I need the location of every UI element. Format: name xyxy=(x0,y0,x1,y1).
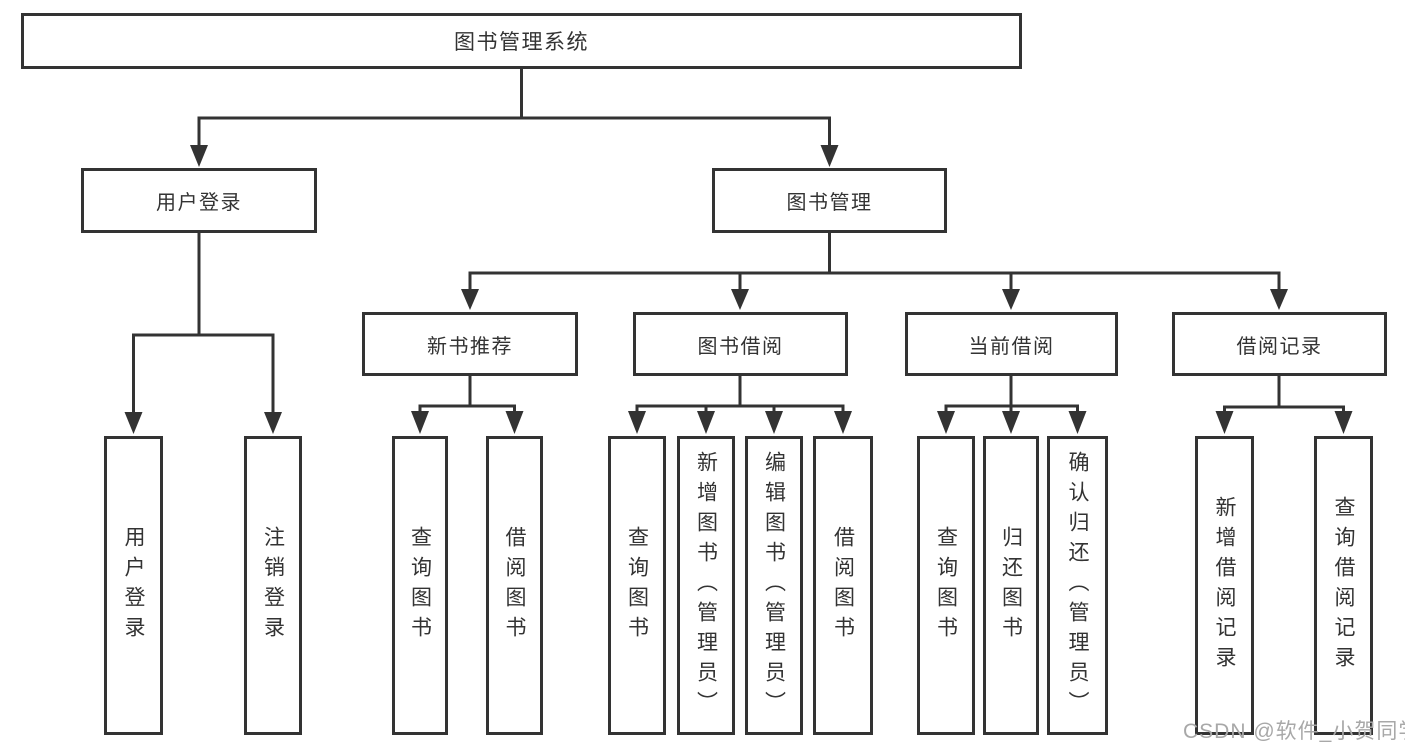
arrowhead xyxy=(461,289,479,310)
arrowhead xyxy=(731,289,749,310)
node-borrow-records: 借阅记录 xyxy=(1172,312,1387,376)
leaf-confirm-return-admin-label: 确认归还（管理员） xyxy=(1066,450,1089,721)
connector-line xyxy=(828,232,1013,290)
arrowhead xyxy=(190,145,208,167)
leaf-add-borrow-record-label: 新增借阅记录 xyxy=(1213,495,1236,676)
arrowhead xyxy=(1002,289,1020,310)
node-book-borrowing: 图书借阅 xyxy=(633,312,848,376)
leaf-query-borrow-record-label: 查询借阅记录 xyxy=(1332,495,1355,676)
arrowhead xyxy=(1270,289,1288,310)
leaf-add-borrow-record: 新增借阅记录 xyxy=(1195,436,1254,735)
leaf-add-books-admin-label: 新增图书（管理员） xyxy=(694,450,718,721)
connector-line xyxy=(1009,376,1079,412)
arrowhead xyxy=(505,411,524,434)
arrowhead xyxy=(264,412,282,434)
node-borrow-records-label: 借阅记录 xyxy=(1236,335,1323,358)
connector-line xyxy=(944,376,1013,412)
connector-line xyxy=(828,232,1281,290)
connector-line xyxy=(704,376,742,412)
connector-line xyxy=(418,376,472,412)
arrowhead xyxy=(1215,411,1234,434)
connector-line xyxy=(1223,376,1281,412)
connector-line xyxy=(197,69,523,146)
arrowhead xyxy=(124,412,143,434)
node-user-login-branch: 用户登录 xyxy=(81,168,317,233)
connector-line xyxy=(132,232,201,413)
csdn-watermark: CSDN @软件_小贺同学 xyxy=(1183,720,1405,743)
node-new-book-recommend: 新书推荐 xyxy=(362,312,578,376)
connector-line xyxy=(468,232,831,290)
leaf-return-books: 归还图书 xyxy=(983,436,1039,735)
arrowhead xyxy=(1068,411,1087,434)
leaf-logout: 注销登录 xyxy=(244,436,302,735)
leaf-borrow-books-1: 借阅图书 xyxy=(486,436,543,735)
leaf-confirm-return-admin: 确认归还（管理员） xyxy=(1047,436,1108,735)
leaf-borrow-books-2-label: 借阅图书 xyxy=(831,525,855,646)
leaf-logout-label: 注销登录 xyxy=(261,525,285,646)
node-current-borrowing-label: 当前借阅 xyxy=(968,335,1055,358)
arrowhead xyxy=(937,411,955,434)
leaf-query-books-1-label: 查询图书 xyxy=(408,525,432,646)
arrowhead xyxy=(628,411,646,434)
node-user-login-branch-label: 用户登录 xyxy=(156,192,242,214)
node-book-management-label: 图书管理 xyxy=(786,192,873,214)
leaf-query-books-2: 查询图书 xyxy=(608,436,666,735)
leaf-borrow-books-2: 借阅图书 xyxy=(813,436,873,735)
connector-line xyxy=(468,376,516,412)
connector-line xyxy=(738,376,845,412)
connector-line xyxy=(738,232,831,290)
node-book-borrowing-label: 图书借阅 xyxy=(697,335,784,358)
leaf-return-books-label: 归还图书 xyxy=(999,525,1023,646)
connector-line xyxy=(520,69,831,146)
leaf-query-books-2-label: 查询图书 xyxy=(625,525,649,646)
arrowhead xyxy=(820,145,839,167)
node-current-borrowing: 当前借阅 xyxy=(905,312,1118,376)
leaf-query-books-1: 查询图书 xyxy=(392,436,448,735)
leaf-query-books-3: 查询图书 xyxy=(917,436,975,735)
node-library-system: 图书管理系统 xyxy=(21,13,1022,69)
leaf-edit-books-admin-label: 编辑图书（管理员） xyxy=(762,450,786,721)
arrowhead xyxy=(697,411,715,434)
arrowhead xyxy=(834,411,852,434)
leaf-user-login: 用户登录 xyxy=(104,436,163,735)
arrowhead xyxy=(1334,411,1353,434)
leaf-user-login-label: 用户登录 xyxy=(122,525,145,646)
node-library-system-label: 图书管理系统 xyxy=(454,31,589,54)
leaf-edit-books-admin: 编辑图书（管理员） xyxy=(745,436,803,735)
connector-line xyxy=(197,232,275,413)
leaf-add-books-admin: 新增图书（管理员） xyxy=(677,436,735,735)
leaf-query-books-3-label: 查询图书 xyxy=(934,525,958,646)
node-new-book-recommend-label: 新书推荐 xyxy=(427,335,513,358)
arrowhead xyxy=(411,411,429,434)
leaf-query-borrow-record: 查询借阅记录 xyxy=(1314,436,1373,735)
arrowhead xyxy=(1002,411,1020,434)
node-book-management: 图书管理 xyxy=(712,168,947,233)
connector-line xyxy=(1277,376,1345,412)
leaf-borrow-books-1-label: 借阅图书 xyxy=(503,525,526,646)
arrowhead xyxy=(765,411,783,434)
